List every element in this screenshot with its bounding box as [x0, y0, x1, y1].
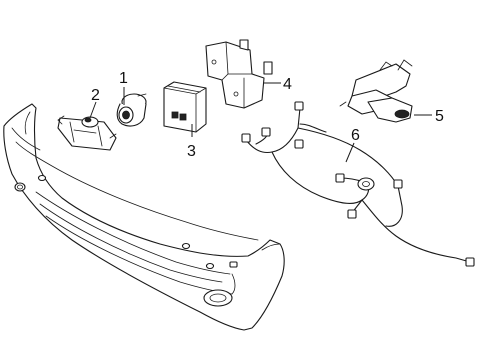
callout-2: 2: [91, 87, 100, 104]
wiring-harness: [241, 101, 475, 267]
callout-4: 4: [283, 76, 292, 93]
callout-labels: 1 2 3 4 5 6: [91, 70, 444, 160]
callout-6: 6: [351, 127, 360, 144]
leader-lines: [89, 82, 432, 163]
callout-5: 5: [435, 108, 444, 125]
module-bracket: [205, 39, 273, 109]
callout-3: 3: [187, 143, 196, 160]
sensor-bracket: [57, 115, 117, 151]
parking-sensor: [116, 93, 147, 127]
sensor-module-assembly: [339, 59, 413, 123]
bumper-cover: [3, 103, 285, 331]
control-module: [163, 81, 207, 133]
callout-1: 1: [119, 70, 128, 87]
